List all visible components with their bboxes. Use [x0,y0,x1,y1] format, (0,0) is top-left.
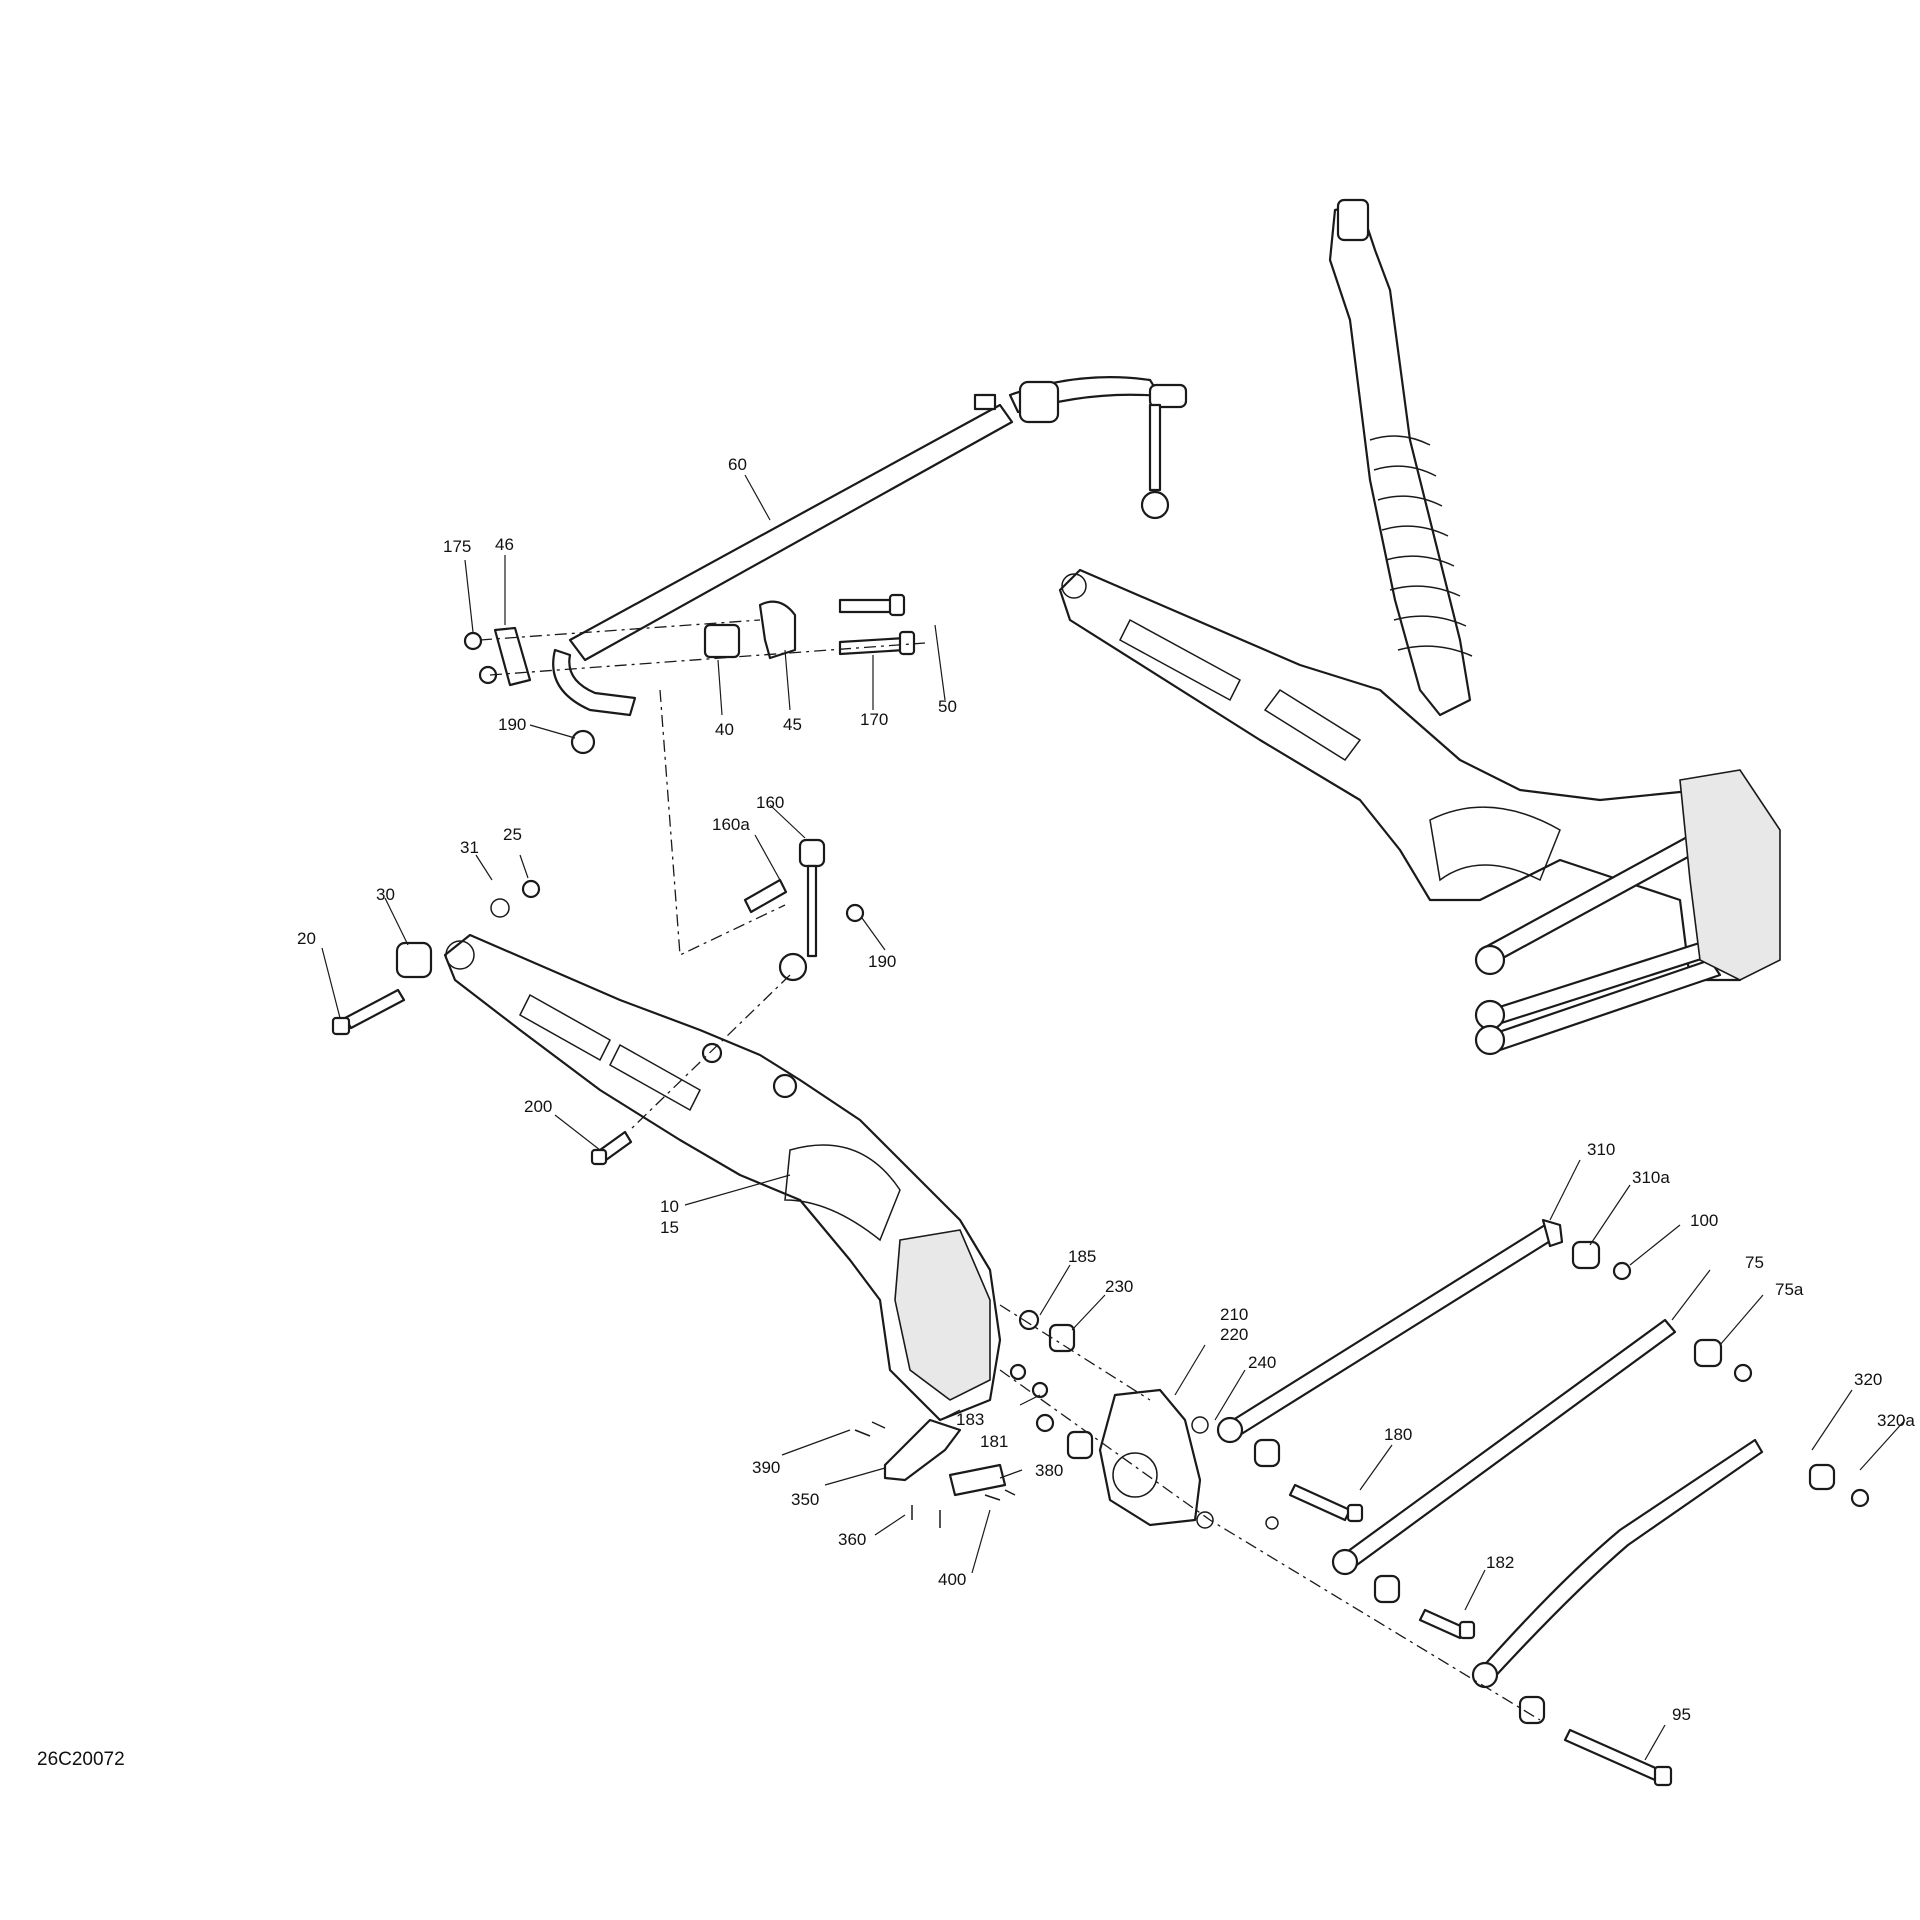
label-400: 400 [938,1570,966,1589]
label-210: 210 [1220,1305,1248,1324]
label-31: 31 [460,838,479,857]
label-310: 310 [1587,1140,1615,1159]
label-390: 390 [752,1458,780,1477]
label-183: 183 [956,1410,984,1429]
knuckle-assembly [854,1309,1279,1530]
label-40: 40 [715,720,734,739]
label-190-lower: 190 [868,952,896,971]
label-50: 50 [938,697,957,716]
label-230: 230 [1105,1277,1133,1296]
link-plates-nuts [463,626,596,755]
label-380: 380 [1035,1461,1063,1480]
label-75: 75 [1745,1253,1764,1272]
label-75a: 75a [1775,1280,1804,1299]
label-20: 20 [297,929,316,948]
sway-link [743,838,865,982]
label-200: 200 [524,1097,552,1116]
label-60: 60 [728,455,747,474]
label-182: 182 [1486,1553,1514,1572]
bushing-clamps [703,593,916,660]
label-160a: 160a [712,815,750,834]
label-185: 185 [1068,1247,1096,1266]
label-320: 320 [1854,1370,1882,1389]
label-190-upper: 190 [498,715,526,734]
label-160: 160 [756,793,784,812]
label-95: 95 [1672,1705,1691,1724]
trailing-arm [331,879,1002,1422]
rear-links [1216,1218,1870,1787]
assembly-dash-lines [479,619,1541,1721]
assembled-suspension-view [1058,198,1781,1056]
label-25: 25 [503,825,522,844]
label-170: 170 [860,710,888,729]
label-360: 360 [838,1530,866,1549]
label-350: 350 [791,1490,819,1509]
label-181: 181 [980,1432,1008,1451]
callout-labels: 60 175 46 190 40 45 170 50 160 160a 31 2… [297,455,1915,1724]
label-220: 220 [1220,1325,1248,1344]
label-10: 10 [660,1197,679,1216]
label-310a: 310a [1632,1168,1670,1187]
label-15: 15 [660,1218,679,1237]
label-175: 175 [443,537,471,556]
label-100: 100 [1690,1211,1718,1230]
leader-lines [321,474,1906,1761]
label-46: 46 [495,535,514,554]
label-180: 180 [1384,1425,1412,1444]
diagram-code: 26C20072 [37,1749,125,1770]
label-240: 240 [1248,1353,1276,1372]
sway-bar [552,376,1188,717]
label-45: 45 [783,715,802,734]
label-320a: 320a [1877,1411,1915,1430]
label-30: 30 [376,885,395,904]
